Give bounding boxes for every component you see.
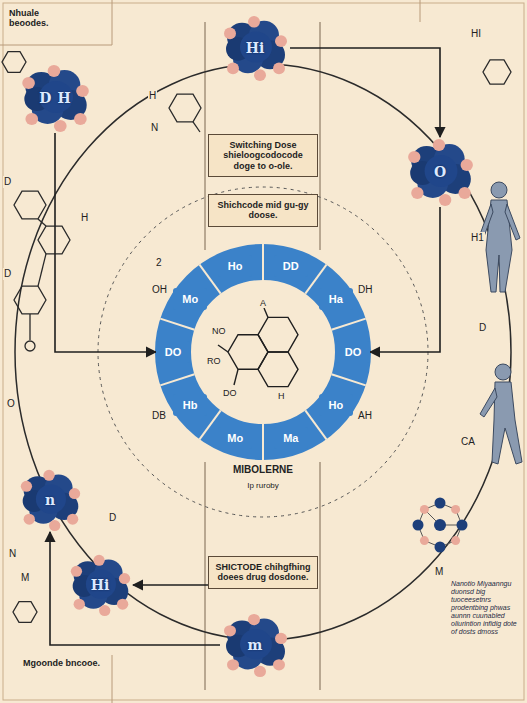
process-box: Switching Dose shieloogcodocode doge to … (208, 134, 318, 177)
cluster-letter: n (45, 492, 55, 508)
atom-label: DO (222, 388, 238, 398)
process-box: SHICTODE chihgfhing doees drug dosdone. (208, 556, 318, 589)
segment-label: Ho (328, 399, 343, 411)
atom-label: H (148, 90, 157, 102)
molecule-cluster: Hi (67, 553, 133, 617)
atom-label: D (3, 268, 12, 280)
atom-label: HI (470, 28, 482, 40)
ring-segment: DO (336, 341, 370, 363)
panel-line (0, 45, 112, 46)
ring-segment: Mo (218, 427, 252, 449)
ring-segment: Ma (274, 427, 308, 449)
atom-label: H (80, 212, 89, 224)
divider-line (320, 462, 321, 690)
flow-arrow (290, 48, 440, 137)
atom-label: NO (211, 326, 227, 336)
note-text: Nhuale beoodes. (8, 8, 72, 29)
segment-label: Hb (183, 399, 198, 411)
cluster-letter: O (434, 164, 446, 180)
divider-line (205, 22, 206, 250)
atom-label: OH (151, 284, 168, 296)
box-text: Switching Dose shieloogcodocode doge to … (215, 140, 311, 171)
atom-label: A (259, 298, 267, 308)
outer-cycle (15, 64, 511, 640)
flow-arrow (370, 207, 440, 352)
ring-segment: Mo (173, 288, 207, 310)
atom-label: DH (357, 284, 373, 296)
process-box: Shichcode mid gu-gy doose. (208, 194, 318, 227)
molecule-cluster: Hi (220, 14, 290, 82)
segment-label: DO (165, 346, 182, 358)
cluster-shape (18, 63, 92, 133)
cluster-letter: D (39, 90, 51, 106)
atom-label: D (3, 176, 12, 188)
atom-label: MIBOLERNE (232, 464, 294, 476)
molecule-cluster: n (17, 468, 83, 532)
segment-label: Ma (283, 432, 298, 444)
atom-label: H (277, 391, 286, 401)
molecule-cluster: m (220, 612, 290, 678)
box-text: SHICTODE chihgfhing doees drug dosdone. (215, 562, 311, 583)
cluster-letter: H (57, 90, 70, 106)
divider-line (320, 22, 321, 250)
segment-label: Ho (228, 260, 243, 272)
atom-label: DB (151, 410, 167, 422)
segment-label: DO (345, 346, 362, 358)
atom-label: Ip ruroby (246, 481, 280, 490)
page-frame (3, 3, 524, 700)
ring-separators (160, 244, 365, 460)
cluster-letter: Hi (246, 40, 265, 56)
ring-segment: DO (156, 341, 190, 363)
atom-label: D (108, 512, 117, 524)
atom-label: 2 (155, 257, 163, 269)
ring-segment: Ho (218, 255, 252, 277)
flow-arrow (133, 584, 208, 586)
panel-line (112, 0, 113, 45)
atom-label: O (6, 398, 16, 410)
dose-ring (173, 262, 353, 442)
panel-line (420, 0, 421, 22)
segment-label: Mo (227, 432, 243, 444)
segment-label: DD (283, 260, 299, 272)
ring-segment: Ho (319, 394, 353, 416)
center-molecule (218, 308, 298, 387)
ring-segment: Hb (173, 394, 207, 416)
panel-line (112, 655, 113, 703)
ring-segment: Ha (319, 288, 353, 310)
atom-label: M (20, 572, 30, 584)
atom-label: N (150, 122, 159, 134)
cluster-letter: m (248, 637, 263, 653)
flow-arrow (55, 133, 156, 352)
side-molecules (2, 52, 511, 623)
molecule-cluster: DH (18, 63, 92, 133)
atom-label: M (434, 566, 444, 578)
atom-label: H1 (470, 232, 485, 244)
atom-label: N (8, 548, 17, 560)
flow-arrow (50, 532, 220, 645)
ball-cluster (413, 498, 468, 553)
atom-label: D (478, 322, 487, 334)
note-text: Nanotio Miyaanngu duonsd big tuoceesetnr… (450, 580, 522, 636)
box-text: Shichcode mid gu-gy doose. (215, 200, 311, 221)
atom-label: AH (357, 410, 373, 422)
ring-segment: DD (274, 255, 308, 277)
note-text: Mgoonde bncooe. (22, 658, 104, 668)
cluster-letter: Hi (91, 577, 110, 593)
segment-label: Ha (329, 293, 343, 305)
atom-label: CA (460, 436, 476, 448)
molecule-cluster: O (404, 137, 476, 207)
atom-label: RO (206, 356, 222, 366)
segment-label: Mo (182, 293, 198, 305)
human-figures (478, 182, 522, 464)
divider-line (205, 462, 206, 690)
